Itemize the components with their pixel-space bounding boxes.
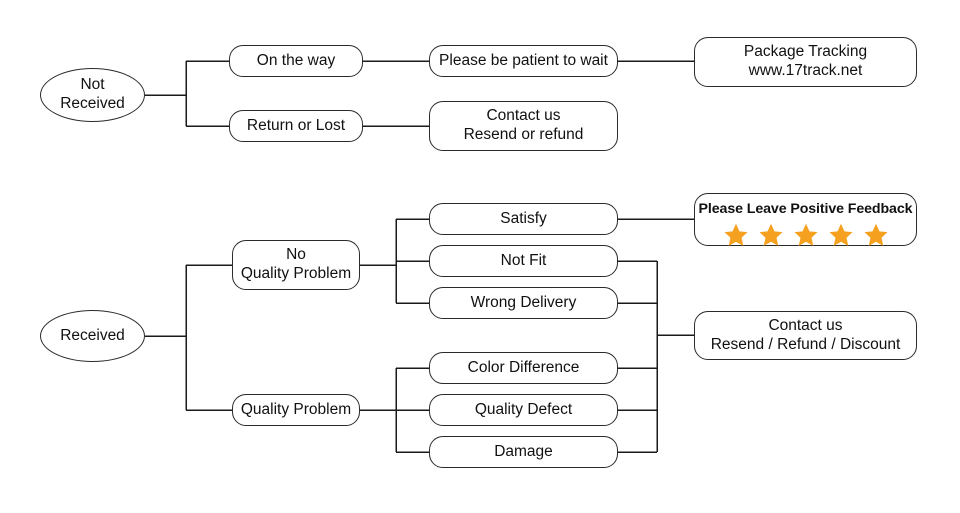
node-no-quality-problem-line2: Quality Problem xyxy=(240,265,352,282)
node-damage[interactable]: Damage xyxy=(429,436,618,468)
node-not-received[interactable]: Not Received xyxy=(40,68,145,122)
node-return-or-lost[interactable]: Return or Lost xyxy=(229,110,363,142)
star-icon[interactable] xyxy=(723,222,749,248)
node-not-received-line1: Not xyxy=(80,76,105,94)
node-quality-defect-label: Quality Defect xyxy=(474,400,573,418)
node-package-tracking-url: www.17track.net xyxy=(748,62,863,79)
node-please-be-patient-label: Please be patient to wait xyxy=(439,51,608,69)
star-icon[interactable] xyxy=(758,222,784,248)
node-return-or-lost-label: Return or Lost xyxy=(246,116,346,134)
node-satisfy-label: Satisfy xyxy=(500,209,547,227)
node-wrong-delivery[interactable]: Wrong Delivery xyxy=(429,287,618,319)
node-satisfy[interactable]: Satisfy xyxy=(429,203,618,235)
node-please-be-patient[interactable]: Please be patient to wait xyxy=(429,45,618,77)
node-contact-resend-refund-line1: Contact us xyxy=(486,107,561,125)
node-contact-discount-line2: Resend / Refund / Discount xyxy=(710,335,901,353)
node-contact-resend-refund-discount[interactable]: Contact us Resend / Refund / Discount xyxy=(694,311,917,360)
node-contact-discount-line1: Contact us xyxy=(768,316,843,334)
node-package-tracking[interactable]: Package Tracking www.17track.net xyxy=(694,37,917,87)
node-on-the-way[interactable]: On the way xyxy=(229,45,363,77)
rating-stars[interactable] xyxy=(723,222,889,248)
node-quality-defect[interactable]: Quality Defect xyxy=(429,394,618,426)
node-on-the-way-label: On the way xyxy=(256,51,336,69)
star-icon[interactable] xyxy=(793,222,819,248)
node-package-tracking-line1: Package Tracking xyxy=(743,43,868,61)
star-icon[interactable] xyxy=(863,222,889,248)
node-positive-feedback-label: Please Leave Positive Feedback xyxy=(698,201,913,217)
node-no-quality-problem-line1: No xyxy=(286,246,306,264)
node-not-fit[interactable]: Not Fit xyxy=(429,245,618,277)
node-wrong-delivery-label: Wrong Delivery xyxy=(470,293,577,311)
node-no-quality-problem[interactable]: No Quality Problem xyxy=(232,240,360,290)
node-not-received-line2: Received xyxy=(60,95,125,112)
node-color-difference-label: Color Difference xyxy=(467,358,580,376)
node-received-label: Received xyxy=(60,326,125,344)
node-quality-problem[interactable]: Quality Problem xyxy=(232,394,360,426)
node-color-difference[interactable]: Color Difference xyxy=(429,352,618,384)
node-contact-resend-refund[interactable]: Contact us Resend or refund xyxy=(429,101,618,151)
node-received[interactable]: Received xyxy=(40,310,145,362)
node-quality-problem-label: Quality Problem xyxy=(240,400,352,418)
node-damage-label: Damage xyxy=(494,442,553,460)
node-positive-feedback[interactable]: Please Leave Positive Feedback xyxy=(694,193,917,248)
star-icon[interactable] xyxy=(828,222,854,248)
node-not-fit-label: Not Fit xyxy=(500,251,547,269)
node-contact-resend-refund-line2: Resend or refund xyxy=(463,126,584,143)
